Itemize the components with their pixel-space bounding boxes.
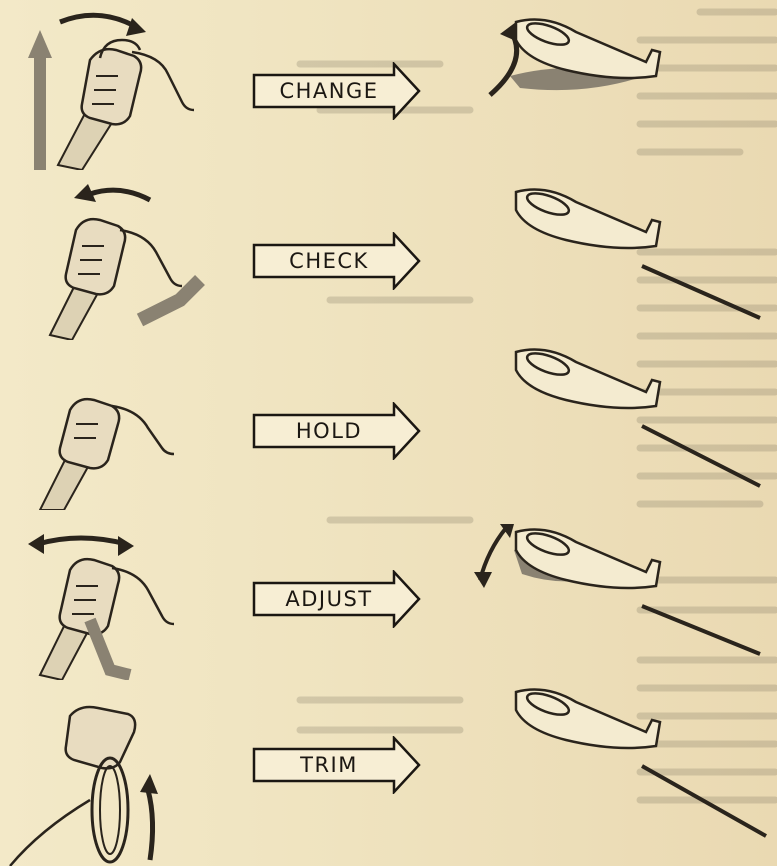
trim-arrow: TRIM xyxy=(252,736,422,794)
control-row-adjust: ADJUST xyxy=(0,510,777,680)
check-arrow: CHECK xyxy=(252,232,422,290)
control-row-check: CHECK xyxy=(0,170,777,340)
aircraft-attitude-icon xyxy=(470,340,770,510)
aircraft-attitude-icon xyxy=(470,680,770,866)
control-column-hand-icon xyxy=(0,170,230,340)
change-label: CHANGE xyxy=(258,62,400,120)
control-column-hand-icon xyxy=(0,510,230,680)
control-column-hand-icon xyxy=(0,0,230,170)
adjust-arrow: ADJUST xyxy=(252,570,422,628)
check-label: CHECK xyxy=(258,232,400,290)
aircraft-attitude-icon xyxy=(470,170,770,340)
control-row-trim: TRIM xyxy=(0,680,777,866)
control-row-change: CHANGE xyxy=(0,0,777,170)
control-column-hand-icon xyxy=(0,340,230,510)
hold-arrow: HOLD xyxy=(252,402,422,460)
aircraft-attitude-icon xyxy=(470,0,770,170)
change-arrow: CHANGE xyxy=(252,62,422,120)
aircraft-attitude-icon xyxy=(470,510,770,680)
control-row-hold: HOLD xyxy=(0,340,777,510)
trim-label: TRIM xyxy=(258,736,400,794)
trim-wheel-hand-icon xyxy=(0,680,230,866)
adjust-label: ADJUST xyxy=(258,570,400,628)
hold-label: HOLD xyxy=(258,402,400,460)
